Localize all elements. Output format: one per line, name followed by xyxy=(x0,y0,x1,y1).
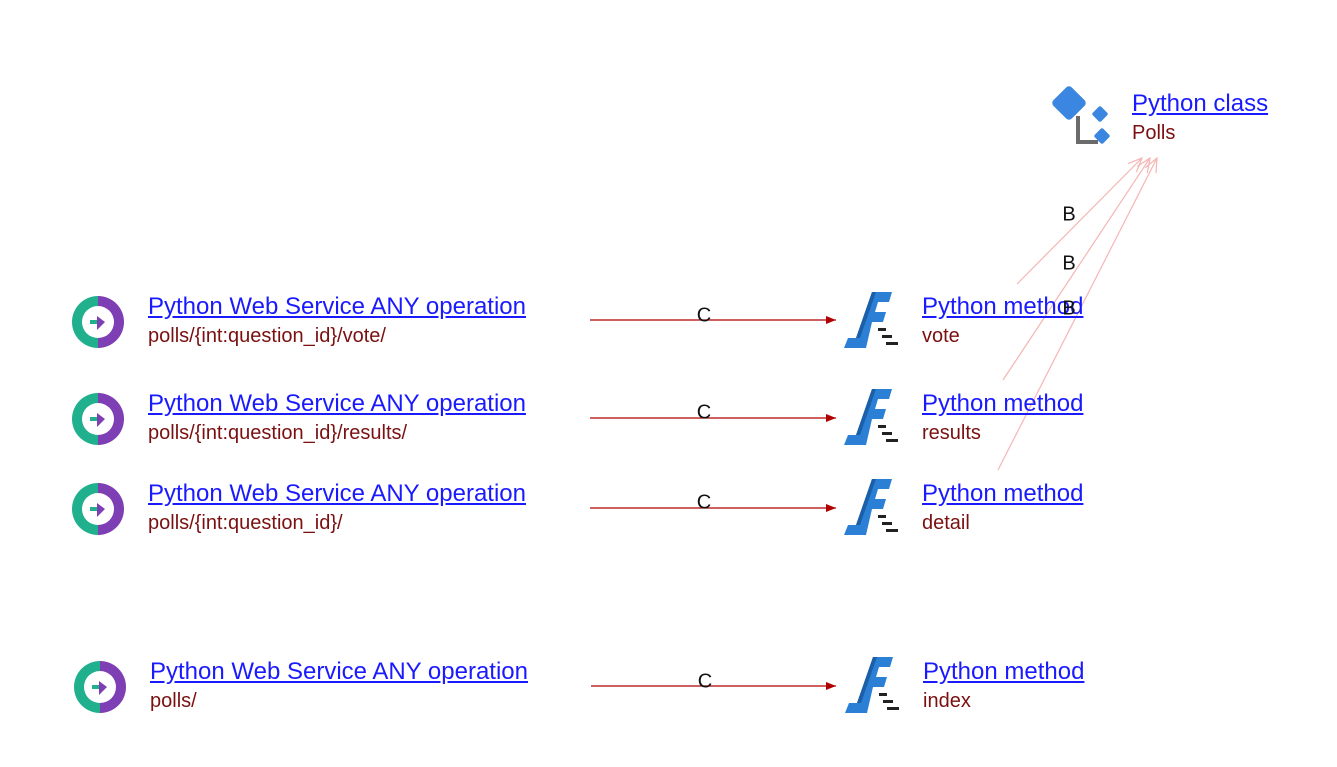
inherit-edge-label: B xyxy=(1062,252,1076,275)
web-service-route: polls/ xyxy=(150,690,197,712)
inherit-edge xyxy=(1016,157,1143,285)
inherit-edge-label: B xyxy=(1062,203,1076,226)
inherit-edge-arrowhead xyxy=(1136,156,1151,174)
inherit-edge-arrowhead xyxy=(1127,156,1144,173)
web-service-route: polls/{int:question_id}/ xyxy=(148,512,343,534)
class-name: Polls xyxy=(1132,122,1176,144)
call-edge-label: C xyxy=(696,304,712,327)
method-name: detail xyxy=(922,512,970,534)
inherit-edge xyxy=(1002,157,1151,381)
method-name: index xyxy=(923,690,971,712)
class-title[interactable]: Python class xyxy=(1132,90,1269,117)
method-title[interactable]: Python method xyxy=(922,480,1084,507)
python-method-icon xyxy=(844,292,898,348)
web-service-title[interactable]: Python Web Service ANY operation xyxy=(150,658,528,685)
inherit-edge xyxy=(997,157,1158,471)
web-service-route: polls/{int:question_id}/vote/ xyxy=(148,325,386,347)
web-service-icon xyxy=(72,393,124,445)
python-method-icon xyxy=(844,479,898,535)
inherit-edge-arrowhead xyxy=(1144,156,1158,174)
inherit-edge-label: B xyxy=(1062,297,1076,320)
web-service-icon xyxy=(72,483,124,535)
method-title[interactable]: Python method xyxy=(922,390,1084,417)
method-name: results xyxy=(922,422,981,444)
method-name: vote xyxy=(922,325,960,347)
call-edge-label: C xyxy=(697,670,713,693)
web-service-icon xyxy=(74,661,126,713)
web-service-title[interactable]: Python Web Service ANY operation xyxy=(148,480,526,507)
method-title[interactable]: Python method xyxy=(922,293,1084,320)
python-method-icon xyxy=(845,657,899,713)
web-service-title[interactable]: Python Web Service ANY operation xyxy=(148,390,526,417)
web-service-route: polls/{int:question_id}/results/ xyxy=(148,422,408,444)
python-class-icon xyxy=(1052,86,1110,144)
web-service-icon xyxy=(72,296,124,348)
web-service-title[interactable]: Python Web Service ANY operation xyxy=(148,293,526,320)
call-edge-label: C xyxy=(696,491,712,514)
call-edge-label: C xyxy=(696,401,712,424)
method-title[interactable]: Python method xyxy=(923,658,1085,685)
python-method-icon xyxy=(844,389,898,445)
